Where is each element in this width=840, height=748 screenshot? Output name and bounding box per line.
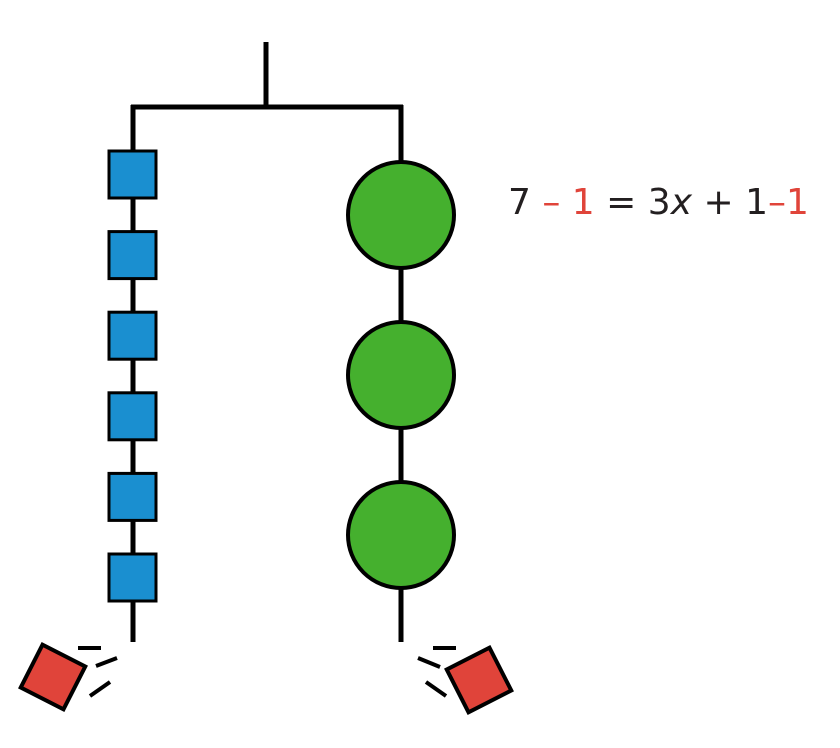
blue-square — [107, 149, 158, 200]
red-square-right — [444, 645, 514, 715]
motion-line — [95, 656, 118, 668]
green-circle — [346, 160, 456, 270]
motion-line — [424, 680, 448, 698]
motion-line — [88, 680, 112, 698]
blue-square — [107, 310, 158, 361]
equation: 7 – 1 = 3x + 1–1 — [508, 181, 809, 225]
equation-right-plus: + 1 — [703, 182, 768, 223]
equation-left-value: 7 — [508, 182, 531, 223]
green-circle — [346, 480, 456, 590]
equation-right-subtract: –1 — [767, 182, 809, 223]
equation-variable: x — [670, 182, 693, 223]
blue-square — [107, 230, 158, 281]
removed-square-left — [18, 642, 118, 712]
equation-equals: = — [606, 182, 637, 223]
green-circle — [346, 320, 456, 430]
left-side-squares — [107, 149, 158, 603]
equation-right-coefficient: 3 — [647, 182, 671, 223]
blue-square — [107, 471, 158, 522]
motion-line — [417, 656, 441, 669]
equation-left-subtract: – 1 — [542, 182, 595, 223]
blue-square — [107, 552, 158, 603]
blue-square — [107, 391, 158, 442]
removed-square-right — [417, 645, 514, 715]
right-side-circles — [346, 160, 456, 590]
red-square-left — [18, 642, 88, 712]
